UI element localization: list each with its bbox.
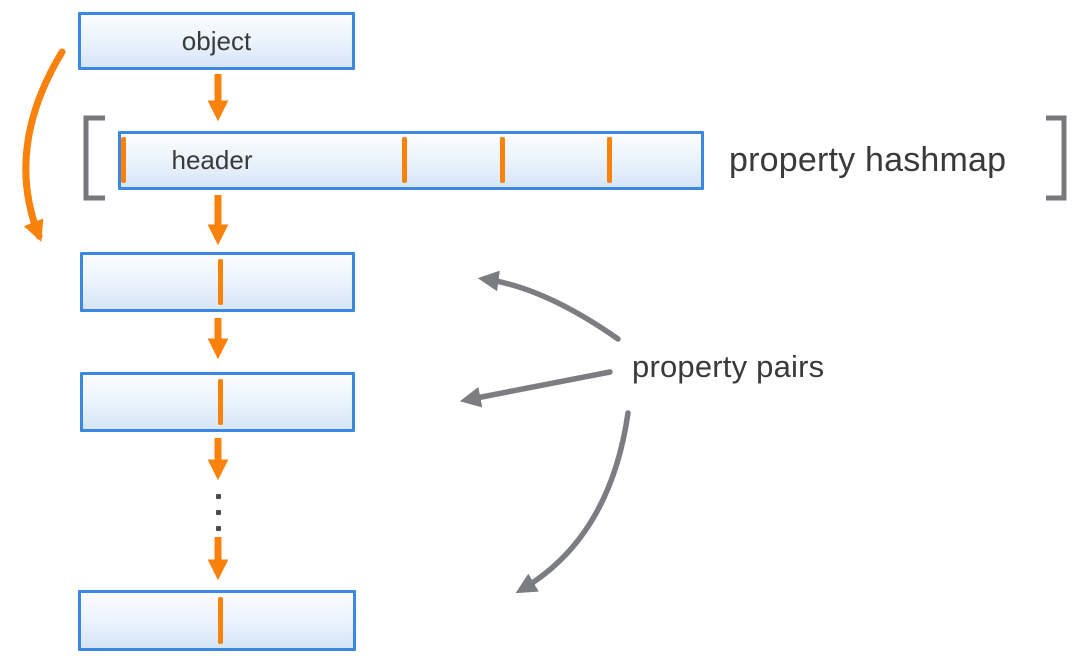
hashmap-slot-divider [121, 137, 126, 183]
property-pairs-label: property pairs [632, 349, 825, 384]
object-box-label: object [181, 25, 252, 56]
object-box: object [78, 12, 355, 70]
arrow-pairs-to-pair1 [477, 270, 621, 342]
ellipsis-dot [216, 494, 221, 499]
property-pair-box-2 [80, 372, 355, 432]
arrow-object-to-pair1-curve [22, 48, 66, 242]
hashmap-slot-divider [402, 137, 407, 183]
pair-divider [218, 259, 223, 305]
hashmap-slot-divider [607, 137, 612, 183]
arrow-pairs-to-pair2 [459, 369, 613, 408]
hashmap-box: header [118, 131, 704, 190]
property-pair-box-3 [78, 590, 356, 651]
pair-divider [218, 379, 223, 425]
property-pair-box-1 [80, 252, 355, 312]
right-bracket [1046, 115, 1067, 201]
arrow-pairs-to-pair3 [515, 410, 631, 594]
pair-divider [218, 597, 223, 644]
property-hashmap-label: property hashmap [729, 141, 1007, 179]
ellipsis-dots [216, 494, 221, 531]
ellipsis-dot [216, 510, 221, 515]
hashmap-header-label: header [171, 145, 253, 175]
ellipsis-dot [216, 526, 221, 531]
hashmap-slot-divider [500, 137, 505, 183]
left-bracket [83, 115, 105, 201]
